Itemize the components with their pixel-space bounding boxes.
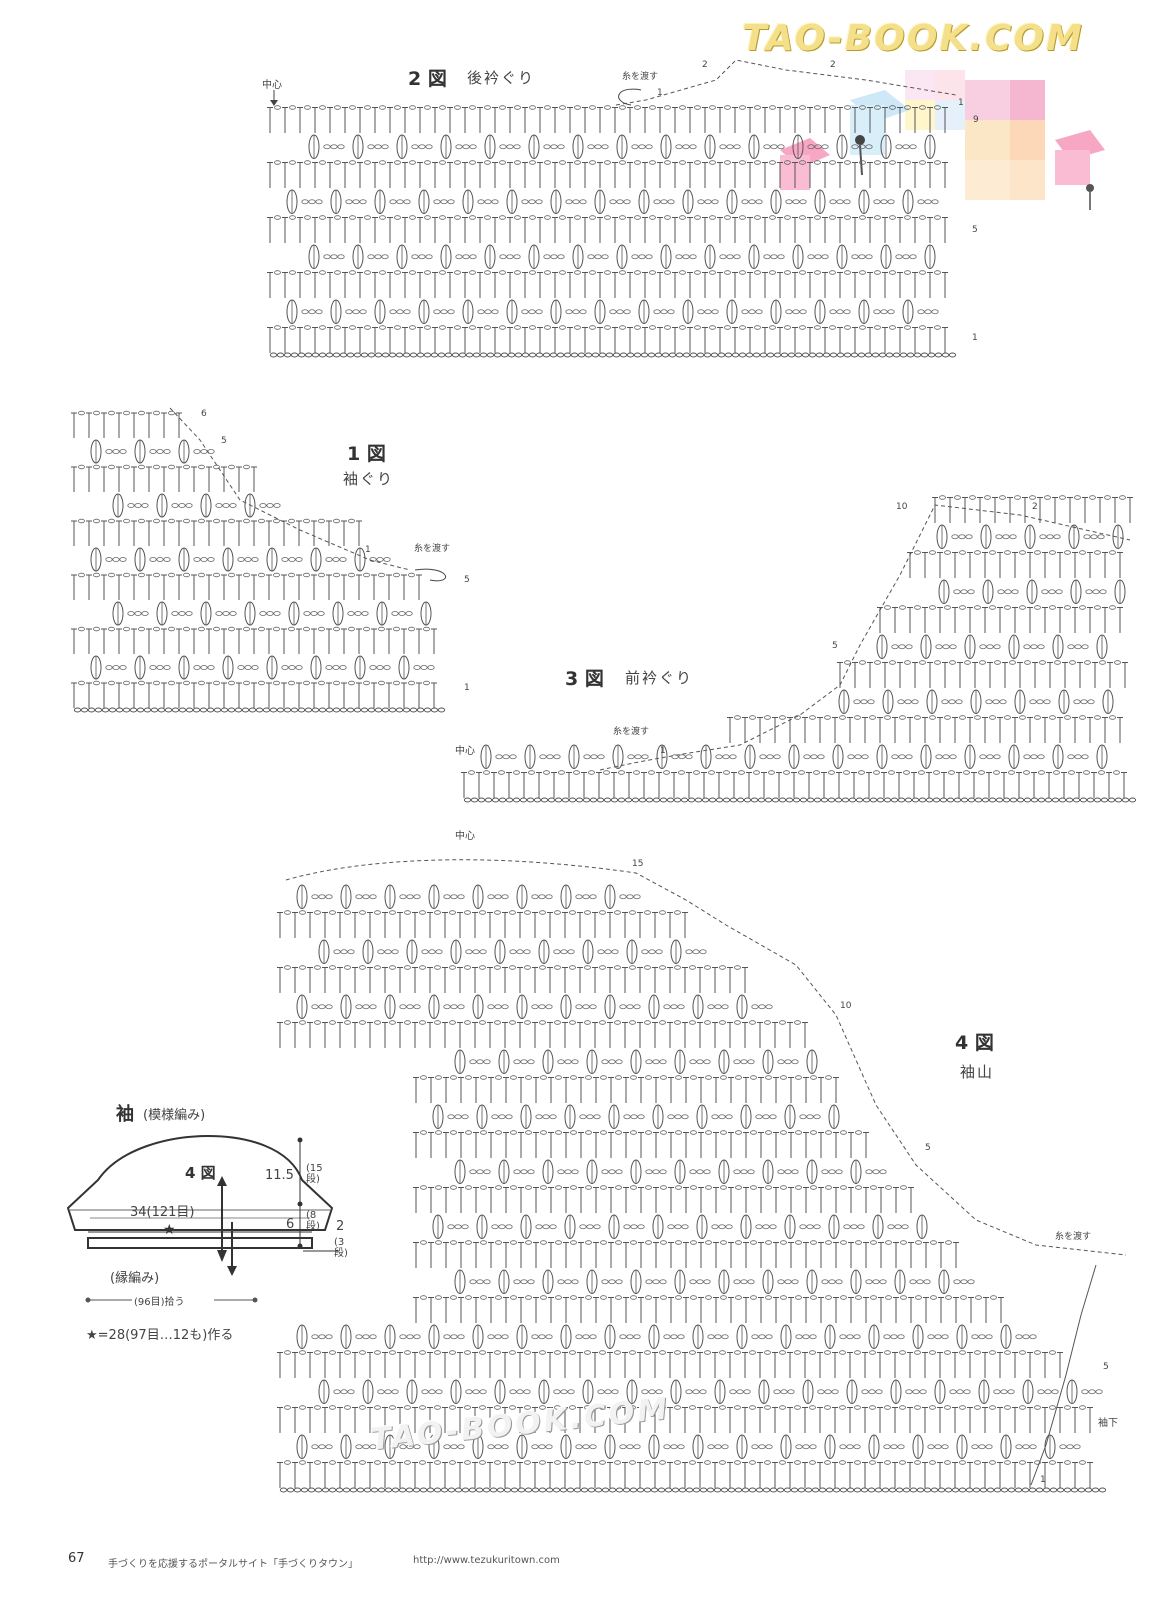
fig2-row-mark-1-top: 1	[958, 98, 964, 108]
sleeve-height-3-rows: (3段)	[334, 1237, 348, 1259]
sleeve-height-3: 2	[336, 1219, 345, 1234]
fig1-row-mark-5-top: 5	[221, 436, 227, 446]
sleeve-pickup-line	[85, 1297, 258, 1303]
watermark-logo-top: TAO-BOOK.COM	[742, 18, 1084, 59]
fig3-stitch-chart	[461, 495, 1137, 803]
page-number: 67	[68, 1551, 85, 1566]
fig1-stitch-chart	[71, 407, 447, 713]
sleeve-title-sub: (模様編み)	[143, 1108, 206, 1123]
sleeve-height-2: 6	[286, 1217, 295, 1232]
fig4-side-label: 袖下	[1098, 1418, 1118, 1429]
sleeve-height-2-rows: (8段)	[306, 1210, 320, 1232]
sleeve-height-scale	[297, 1137, 303, 1249]
footer-text: 手づくりを応援するポータルサイト「手づくりタウン」	[108, 1559, 358, 1570]
fig4-row-mark-5-upper: 5	[925, 1143, 931, 1153]
fig4-stitch-chart	[277, 859, 1127, 1493]
fig2-row-mark-9: 9	[973, 115, 979, 125]
fig2-pass-yarn-label: 糸を渡す	[622, 72, 659, 82]
fig4-row-mark-1: 1	[1040, 1475, 1046, 1485]
fig2-row-mark-5: 5	[972, 225, 978, 235]
fig2-stitch-chart	[267, 60, 957, 358]
sleeve-fig-ref: 4 図	[185, 1164, 216, 1182]
fig3-number: 3 図	[565, 668, 604, 690]
fig2-center-arrow	[270, 90, 278, 106]
fig2-row-mark-1: 1	[972, 333, 978, 343]
sleeve-height-1-rows: (15段)	[306, 1163, 323, 1185]
fig1-row-mark-5: 5	[464, 575, 470, 585]
fig2-row-mark-2-left: 2	[702, 60, 708, 70]
fig3-row-mark-5: 5	[832, 641, 838, 651]
fig1-name: 袖ぐり	[343, 470, 395, 488]
fig4-row-mark-15: 15	[632, 859, 644, 869]
fig1-row-mark-6: 6	[201, 409, 207, 419]
sleeve-star-mark: ★	[163, 1222, 176, 1238]
sleeve-pickup-label: (96目)拾う	[134, 1297, 185, 1308]
fig3-row-mark-1: 1	[660, 746, 666, 756]
fig4-row-mark-5: 5	[1103, 1362, 1109, 1372]
fig3-center-label: 中心	[455, 746, 475, 757]
fig2-row-mark-2-right: 2	[830, 60, 836, 70]
fig2-name: 後衿ぐり	[467, 69, 536, 87]
fig2-row-mark-1-arc: 1	[657, 88, 663, 98]
sleeve-star-note: ★=28(97目…12も)作る	[86, 1328, 234, 1343]
fig3-row-mark-2: 2	[1032, 502, 1038, 512]
fig3-pass-yarn-label: 糸を渡す	[613, 727, 650, 737]
fig4-row-mark-10: 10	[840, 1001, 852, 1011]
fig4-center-label: 中心	[455, 831, 475, 842]
fig4-pass-yarn-label: 糸を渡す	[1055, 1232, 1092, 1242]
fig2-number: 2 図	[408, 68, 447, 90]
sleeve-schematic-diagram	[66, 1134, 334, 1276]
fig4-name: 袖山	[960, 1063, 995, 1081]
sleeve-width-label: 34(121目)	[130, 1205, 195, 1220]
sleeve-height-3-tick	[303, 1250, 339, 1252]
sleeve-title: 袖	[116, 1104, 134, 1125]
sleeve-edging-label: (縁編み)	[110, 1271, 160, 1286]
fig1-number: 1 図	[347, 443, 386, 465]
fig3-row-mark-10: 10	[896, 502, 908, 512]
fig2-center-label: 中心	[262, 80, 282, 91]
footer-url: http://www.tezukuritown.com	[413, 1555, 560, 1566]
fig1-pass-yarn-label: 糸を渡す	[414, 544, 451, 554]
fig1-row-mark-1-arc: 1	[365, 545, 371, 555]
fig1-row-mark-1: 1	[464, 683, 470, 693]
fig3-name: 前衿ぐり	[625, 669, 694, 687]
fig4-number: 4 図	[955, 1032, 994, 1054]
sleeve-height-1: 11.5	[265, 1168, 294, 1183]
